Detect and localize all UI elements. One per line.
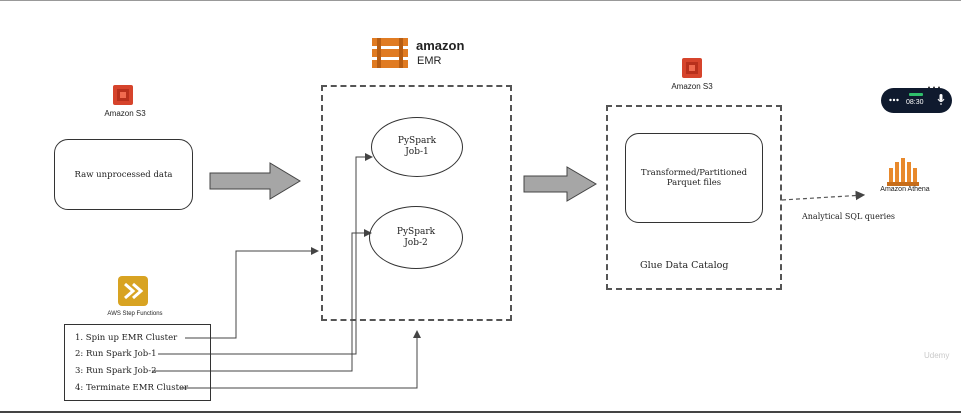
athena-icon <box>887 158 919 186</box>
job2-line2: Job-2 <box>404 237 428 248</box>
s3-left-label: Amazon S3 <box>104 109 146 118</box>
job1-line2: Job-1 <box>405 147 429 157</box>
glue-container <box>606 105 782 290</box>
job2-line1: PySpark <box>396 226 436 237</box>
line-step3-to-job2 <box>152 229 372 372</box>
parquet-line1: Transformed/Partitioned <box>640 168 748 178</box>
glue-data-catalog-label: Glue Data Catalog <box>640 260 729 271</box>
s3-bucket-icon <box>682 58 702 78</box>
bottom-border <box>0 411 961 413</box>
emr-icon <box>372 38 408 68</box>
emr-product-text: EMR <box>417 55 442 67</box>
recorder-widget[interactable]: 08:30 <box>881 88 952 113</box>
line-glue-to-athena <box>781 190 866 201</box>
raw-data-box: Raw unprocessed data <box>54 139 193 210</box>
top-border <box>0 0 961 1</box>
step-3: 3: Run Spark Job-2 <box>75 366 157 376</box>
more-options-icon[interactable] <box>889 98 899 102</box>
arrow-raw-to-emr <box>209 162 301 200</box>
emr-cluster-container <box>321 85 512 321</box>
s3-bucket-icon <box>113 85 133 105</box>
raw-data-label: Raw unprocessed data <box>74 169 173 180</box>
drag-handle-icon[interactable] <box>927 77 941 92</box>
step-1: 1. Spin up EMR Cluster <box>75 333 178 343</box>
watermark: Udemy <box>924 351 950 360</box>
step-functions-icon <box>118 276 148 306</box>
step-functions-steps-box <box>64 324 211 401</box>
job1-line1: PySpark <box>397 136 437 146</box>
arrow-emr-to-glue <box>523 166 597 202</box>
analytical-queries-label: Analytical SQL queries <box>802 212 896 221</box>
step-2: 2: Run Spark Job-1 <box>75 349 157 359</box>
line-step4-to-emr <box>180 330 421 389</box>
athena-label: Amazon Athena <box>880 186 930 193</box>
level-meter <box>909 93 923 96</box>
s3-right-label: Amazon S3 <box>671 82 713 91</box>
recorder-time: 08:30 <box>906 99 924 106</box>
line-step2-to-job1 <box>158 153 373 355</box>
step-4: 4: Terminate EMR Cluster <box>75 383 189 393</box>
emr-brand-text: amazon <box>416 38 465 53</box>
step-functions-label: AWS Step Functions <box>107 311 163 317</box>
microphone-icon[interactable] <box>937 94 945 106</box>
parquet-line2: Parquet files <box>666 178 722 188</box>
